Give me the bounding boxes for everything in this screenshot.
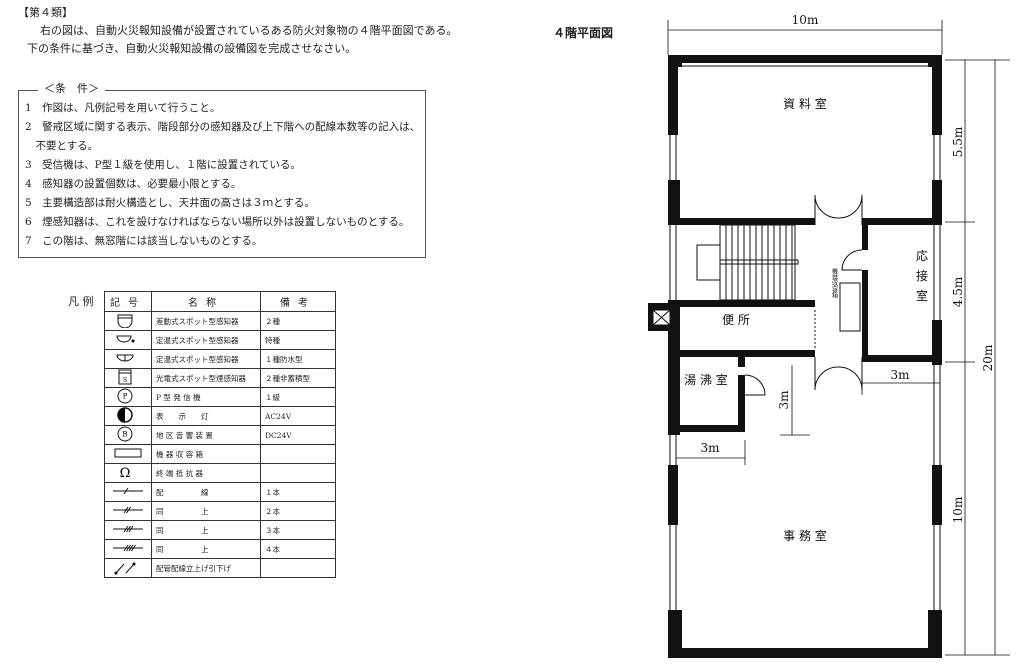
svg-text:Ω: Ω	[120, 466, 131, 480]
room-archive: 資 料 室	[783, 96, 827, 111]
svg-text:P: P	[123, 393, 128, 401]
condition-item: 4 感知器の設置個数は、必要最小限とする。	[25, 178, 242, 190]
dim-kitchen-height: 3m	[777, 390, 791, 410]
dim-total-depth: 20m	[981, 344, 995, 371]
room-reception-1: 応	[916, 249, 928, 263]
indicator-lamp-icon	[117, 407, 133, 423]
equipment-box-icon	[114, 448, 142, 458]
dim-kitchen-width: 3m	[700, 441, 720, 455]
svg-text:B: B	[122, 431, 127, 439]
condition-item: 不要とする。	[25, 140, 99, 152]
wiring-1-icon	[113, 487, 143, 495]
room-office: 事 務 室	[783, 528, 827, 543]
terminal-resistor-icon: Ω	[120, 466, 131, 481]
legend-note: １本	[260, 482, 336, 502]
legend-note: DC24V	[260, 425, 336, 445]
photoelectric-smoke-detector-icon: S	[118, 369, 132, 385]
differential-spot-detector-icon	[117, 314, 133, 329]
wiring-2-icon	[113, 506, 143, 514]
dim-reception-width: 3m	[890, 368, 910, 382]
equipment-box-label: 機器収容箱	[831, 267, 838, 299]
condition-item: 5 主要構造部は耐火構造とし、天井面の高さは３ｍとする。	[25, 197, 315, 209]
question-line-1: 右の図は、自動火災報知設備が設置されているある防火対象物の４階平面図である。	[40, 24, 458, 37]
condition-item: 3 受信機は、P型１級を使用し、１階に設置されている。	[25, 159, 301, 171]
p-type-manual-alarm-icon: P	[117, 388, 133, 404]
condition-item: 2 警戒区域に関する表示、階段部分の感知器及び上下階への配線本数等の記入は、	[25, 121, 421, 133]
thick-walls	[648, 55, 942, 658]
question-heading: 【第４類】	[18, 6, 73, 19]
riser-icon	[114, 562, 136, 575]
conditions-title: ＜条 件＞	[38, 80, 105, 96]
legend-label: 凡 例	[68, 295, 94, 308]
dim-middle-depth: 4.5m	[951, 276, 965, 307]
equipment-box	[839, 282, 861, 332]
condition-item: 1 作図は、凡例記号を用いて行うこと。	[25, 102, 221, 114]
dim-office-depth: 10m	[951, 496, 965, 523]
question-line-2: 下の条件に基づき、自動火災報知設備の設備図を完成させなさい。	[27, 42, 357, 55]
room-kitchen: 湯 沸 室	[684, 372, 728, 387]
svg-text:S: S	[123, 377, 127, 384]
legend-note	[260, 558, 336, 578]
conditions-box: 1 作図は、凡例記号を用いて行うこと。 2 警戒区域に関する表示、階段部分の感知器…	[18, 90, 426, 258]
wiring-4-icon	[113, 544, 143, 552]
staircase	[696, 224, 799, 301]
room-reception-3: 室	[916, 288, 928, 303]
room-toilet: 便 所	[722, 313, 750, 327]
corridor-doors	[744, 194, 863, 396]
dim-width: 10m	[792, 13, 819, 27]
fixed-temp-spot-detector-icon	[116, 335, 135, 343]
area-bell-icon: B	[117, 426, 133, 442]
room-reception-2: 接	[916, 268, 928, 283]
wiring-3-icon	[113, 525, 143, 533]
condition-item: 6 煙感知器は、これを設けなければならない場所以外は設置しないものとする。	[25, 216, 410, 228]
plan-title: ４階平面図	[553, 26, 614, 40]
dimension-lines	[667, 20, 1010, 656]
fixed-temp-waterproof-detector-icon	[116, 354, 134, 362]
legend-row: 配管配線立上げ引下げ	[104, 558, 336, 578]
condition-item: 7 この階は、無窓階には該当しないものとする。	[25, 235, 263, 247]
dim-archive-depth: 5.5m	[951, 126, 965, 157]
